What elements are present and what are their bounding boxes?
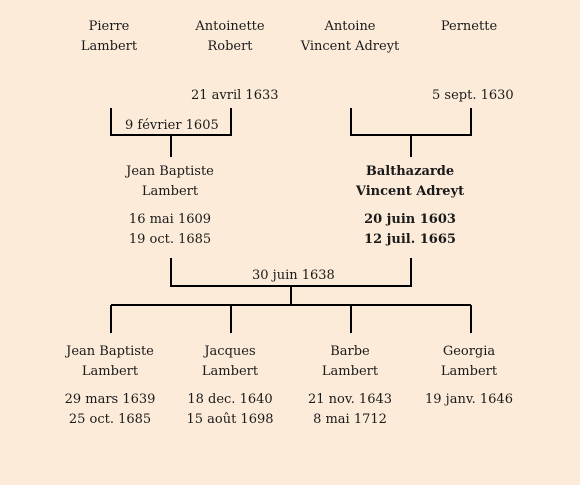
birth-date: 19 janv. 1646 (425, 392, 513, 407)
pernette-date: 5 sept. 1630 (432, 88, 514, 103)
last-name: Lambert (321, 364, 379, 379)
death-date: 12 juil. 1665 (364, 232, 456, 247)
child-jean-baptiste-lambert: Jean Baptiste Lambert 29 mars 1639 25 oc… (30, 342, 190, 430)
last-name: Lambert (201, 364, 259, 379)
last-name: Lambert (81, 364, 139, 379)
grandparent-antoinette-robert: Antoinette Robert (150, 17, 310, 57)
first-name: Jacques (204, 344, 256, 359)
first-name: Balthazarde (365, 164, 455, 179)
birth-date: 20 juin 1603 (364, 212, 456, 227)
birth-date: 16 mai 1609 (128, 212, 212, 227)
child-barbe-lambert: Barbe Lambert 21 nov. 1643 8 mai 1712 (270, 342, 430, 430)
grandparent-pernette: Pernette (389, 17, 549, 37)
first-name: Antoine (324, 19, 376, 34)
parent-jean-baptiste-lambert: Jean Baptiste Lambert 16 mai 1609 19 oct… (90, 162, 250, 250)
grandparent-antoine-vincent-adreyt: Antoine Vincent Adreyt (270, 17, 430, 57)
child-jacques-lambert: Jacques Lambert 18 dec. 1640 15 août 169… (150, 342, 310, 430)
last-name: Vincent Adreyt (355, 184, 465, 199)
first-name: Pernette (440, 19, 498, 34)
first-name: Jean Baptiste (66, 344, 154, 359)
parent-balthazarde-vincent-adreyt: Balthazarde Vincent Adreyt 20 juin 1603 … (330, 162, 490, 250)
last-name: Lambert (80, 39, 138, 54)
birth-date: 18 dec. 1640 (187, 392, 273, 407)
first-name: Antoinette (195, 19, 265, 34)
last-name: Lambert (440, 364, 498, 379)
death-date: 8 mai 1712 (313, 412, 387, 427)
birth-date: 29 mars 1639 (64, 392, 156, 407)
last-name: Vincent Adreyt (300, 39, 400, 54)
antoinette-date: 21 avril 1633 (191, 88, 279, 103)
last-name: Lambert (141, 184, 199, 199)
first-name: Georgia (442, 344, 496, 359)
maternal-grandparents-connector (350, 108, 472, 136)
death-date: 15 août 1698 (186, 412, 274, 427)
birth-date: 21 nov. 1643 (307, 392, 393, 407)
death-date: 25 oct. 1685 (68, 412, 152, 427)
first-name: Jean Baptiste (126, 164, 214, 179)
first-name: Pierre (88, 19, 130, 34)
first-name: Barbe (330, 344, 370, 359)
grandparent-pierre-lambert: Pierre Lambert (29, 17, 189, 57)
death-date: 19 oct. 1685 (128, 232, 212, 247)
child-georgia-lambert: Georgia Lambert 19 janv. 1646 (389, 342, 549, 410)
paternal-marriage-date: 9 février 1605 (125, 118, 219, 133)
parents-marriage-date: 30 juin 1638 (252, 268, 335, 283)
last-name: Robert (207, 39, 253, 54)
